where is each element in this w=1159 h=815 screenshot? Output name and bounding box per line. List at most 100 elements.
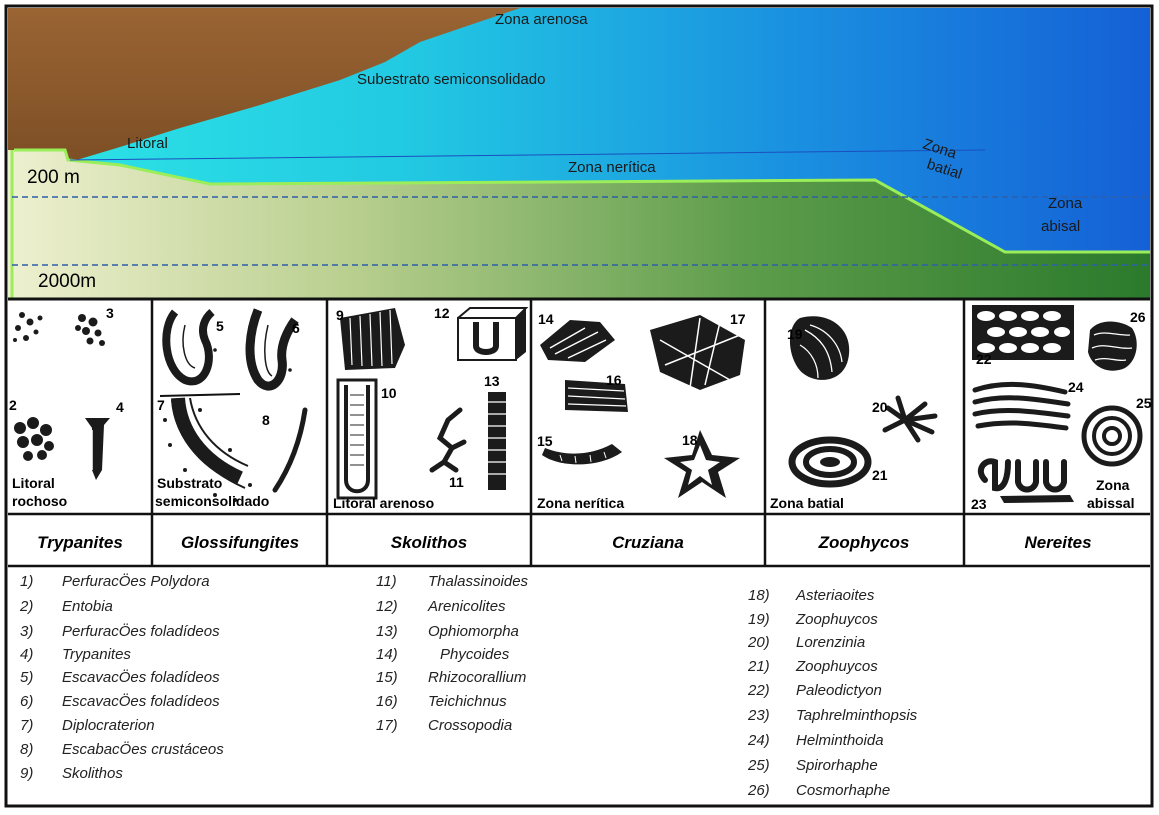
svg-text:Zoophuycos: Zoophuycos bbox=[795, 658, 878, 675]
svg-text:Trypanites: Trypanites bbox=[62, 646, 131, 663]
panel-caption: Zona nerítica bbox=[537, 495, 624, 511]
svg-text:12): 12) bbox=[376, 598, 398, 615]
label-zona-arenosa: Zona arenosa bbox=[495, 11, 588, 28]
panel-caption: Substrato bbox=[157, 475, 222, 491]
ocean-profile: Zona arenosa Subestrato semiconsolidado … bbox=[8, 8, 1150, 298]
svg-text:20): 20) bbox=[747, 634, 770, 651]
svg-text:1): 1) bbox=[20, 573, 33, 590]
svg-text:2): 2) bbox=[19, 598, 33, 615]
svg-text:21): 21) bbox=[747, 658, 770, 675]
ichnofacies-name: Glossifungites bbox=[181, 533, 299, 552]
svg-text:18): 18) bbox=[748, 587, 770, 604]
label-depth-2000: 2000m bbox=[38, 271, 96, 292]
svg-text:Arenicolites: Arenicolites bbox=[427, 598, 506, 615]
svg-text:Skolithos: Skolithos bbox=[62, 765, 123, 782]
svg-text:17): 17) bbox=[376, 717, 398, 734]
svg-text:7): 7) bbox=[20, 717, 33, 734]
svg-text:Taphrelminthopsis: Taphrelminthopsis bbox=[796, 707, 918, 724]
svg-text:Paleodictyon: Paleodictyon bbox=[796, 682, 882, 699]
svg-text:9): 9) bbox=[20, 765, 33, 782]
panel-number: 9 bbox=[336, 307, 344, 323]
svg-text:26): 26) bbox=[747, 782, 770, 799]
svg-text:Teichichnus: Teichichnus bbox=[428, 693, 507, 710]
panel-number: 24 bbox=[1068, 379, 1084, 395]
panel-caption: Zona bbox=[1096, 477, 1130, 493]
label-zona-abisal-2: abisal bbox=[1041, 218, 1080, 235]
ichnofacies-name: Trypanites bbox=[37, 533, 123, 552]
svg-text:13): 13) bbox=[376, 623, 398, 640]
panel-caption: Zona batial bbox=[770, 495, 844, 511]
panel-number: 21 bbox=[872, 467, 888, 483]
svg-text:19): 19) bbox=[748, 611, 770, 628]
svg-text:Asteriaoites: Asteriaoites bbox=[795, 587, 875, 604]
panel-number: 15 bbox=[537, 433, 553, 449]
svg-text:Thalassinoides: Thalassinoides bbox=[428, 573, 529, 590]
panel-caption: rochoso bbox=[12, 493, 67, 509]
legend-item: 13) Ophiomorpha bbox=[376, 623, 519, 640]
legend-item: 25) Spirorhaphe bbox=[747, 757, 878, 774]
panel-number: 18 bbox=[682, 432, 698, 448]
svg-text:EscavacÖes foladídeos: EscavacÖes foladídeos bbox=[62, 668, 220, 686]
svg-text:23): 23) bbox=[747, 707, 770, 724]
svg-text:Ophiomorpha: Ophiomorpha bbox=[428, 623, 519, 640]
panel-number: 11 bbox=[449, 474, 464, 490]
svg-text:6): 6) bbox=[20, 693, 33, 710]
label-zona-neritica: Zona nerítica bbox=[568, 159, 656, 176]
panel-number: 19 bbox=[787, 326, 803, 342]
panel-number: 26 bbox=[1130, 309, 1146, 325]
svg-text:Zoophuycos: Zoophuycos bbox=[795, 611, 878, 628]
panel-number: 2 bbox=[9, 397, 17, 413]
panel-number: 13 bbox=[484, 373, 500, 389]
panel-number: 23 bbox=[971, 496, 987, 512]
svg-text:Rhizocorallium: Rhizocorallium bbox=[428, 669, 526, 686]
svg-text:Spirorhaphe: Spirorhaphe bbox=[796, 757, 878, 774]
svg-text:Entobia: Entobia bbox=[62, 598, 113, 615]
svg-text:4): 4) bbox=[20, 646, 33, 663]
label-depth-200: 200 m bbox=[27, 167, 80, 188]
panel-number: 20 bbox=[872, 399, 888, 415]
legend-item: 14) Phycoides bbox=[376, 646, 510, 663]
legend-item: 17) Crossopodia bbox=[376, 717, 512, 734]
svg-text:24): 24) bbox=[747, 732, 770, 749]
panel-number: 7 bbox=[157, 397, 165, 413]
svg-text:8): 8) bbox=[20, 741, 33, 758]
legend-item: 20) Lorenzinia bbox=[747, 634, 865, 651]
legend-item: 12) Arenicolites bbox=[376, 598, 506, 615]
panel-number: 8 bbox=[262, 412, 270, 428]
svg-text:Lorenzinia: Lorenzinia bbox=[796, 634, 865, 651]
svg-text:25): 25) bbox=[747, 757, 770, 774]
svg-text:14): 14) bbox=[376, 646, 398, 663]
svg-text:Cosmorhaphe: Cosmorhaphe bbox=[796, 782, 890, 799]
ichnofacies-name: Skolithos bbox=[391, 533, 468, 552]
panel-number: 14 bbox=[538, 311, 554, 327]
svg-text:11): 11) bbox=[376, 573, 397, 590]
panel-number: 6 bbox=[292, 320, 300, 336]
ichnofacies-name: Zoophycos bbox=[818, 533, 910, 552]
svg-text:22): 22) bbox=[747, 682, 770, 699]
svg-text:3): 3) bbox=[20, 623, 33, 640]
panel-caption: Litoral arenoso bbox=[333, 495, 434, 511]
legend-item: 24) Helminthoida bbox=[747, 732, 884, 749]
svg-text:PerfuracÖes Polydora: PerfuracÖes Polydora bbox=[62, 572, 210, 590]
panel-number: 4 bbox=[116, 399, 124, 415]
panel-number: 10 bbox=[381, 385, 397, 401]
legend-item: 18) Asteriaoites bbox=[748, 587, 875, 604]
ichnofacies-name: Cruziana bbox=[612, 533, 684, 552]
label-subestrato: Subestrato semiconsolidado bbox=[357, 71, 545, 88]
svg-text:Phycoides: Phycoides bbox=[440, 646, 510, 663]
svg-text:Helminthoida: Helminthoida bbox=[796, 732, 884, 749]
svg-text:5): 5) bbox=[20, 669, 33, 686]
panel-number: 17 bbox=[730, 311, 746, 327]
legend-item: 16)Teichichnus bbox=[376, 693, 507, 710]
svg-text:Crossopodia: Crossopodia bbox=[428, 717, 512, 734]
svg-text:EscabacÖes crustáceos: EscabacÖes crustáceos bbox=[62, 740, 224, 758]
panel-number: 25 bbox=[1136, 395, 1152, 411]
label-litoral: Litoral bbox=[127, 135, 168, 152]
legend-item: 21) Zoophuycos bbox=[747, 658, 878, 675]
ichnofacies-name: Nereites bbox=[1024, 533, 1091, 552]
svg-text:PerfuracÖes foladídeos: PerfuracÖes foladídeos bbox=[62, 622, 220, 640]
panel-number: 22 bbox=[976, 351, 992, 367]
legend-item: 2) Entobia bbox=[19, 598, 113, 615]
